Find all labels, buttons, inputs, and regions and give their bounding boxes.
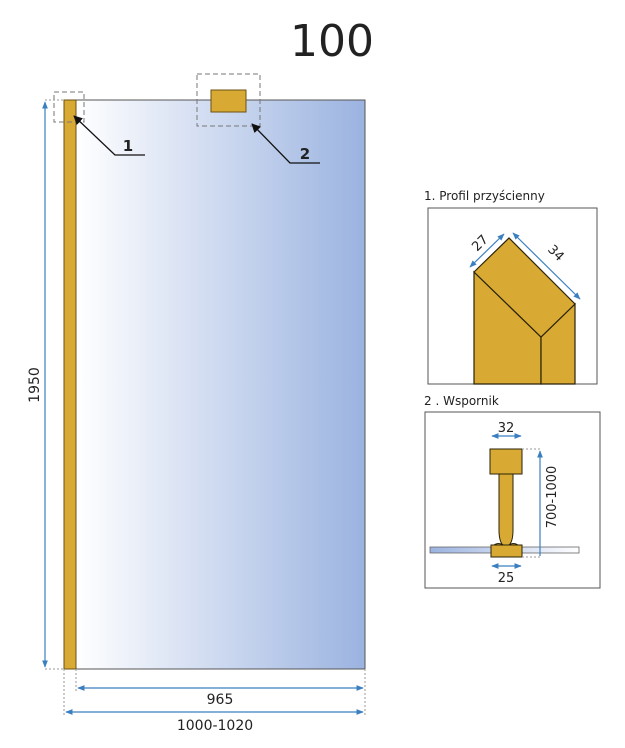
callout-label-2: 2 [300,145,310,163]
total-width-dimension: 1000-1020 [177,718,253,734]
model-title: 100 [290,16,374,67]
detail1-label: 1. Profil przyścienny [424,189,545,203]
glass-width-dimension: 965 [207,692,234,708]
height-dimension: 1950 [27,367,43,403]
leader-1 [73,115,145,156]
leader-2 [251,123,320,164]
callout-box-2 [196,73,261,127]
bracket-section [489,448,523,558]
callout-box-1 [53,91,85,123]
callout-label-1: 1 [123,137,133,155]
detail2-label: 2 . Wspornik [424,394,499,408]
bracket-dim-25: 25 [498,571,515,586]
glass-panel [75,99,366,670]
bracket-length-dimension: 700-1000 [545,466,560,529]
wall-profile [63,99,77,670]
bracket [210,89,247,113]
bracket-dim-32: 32 [498,421,515,436]
